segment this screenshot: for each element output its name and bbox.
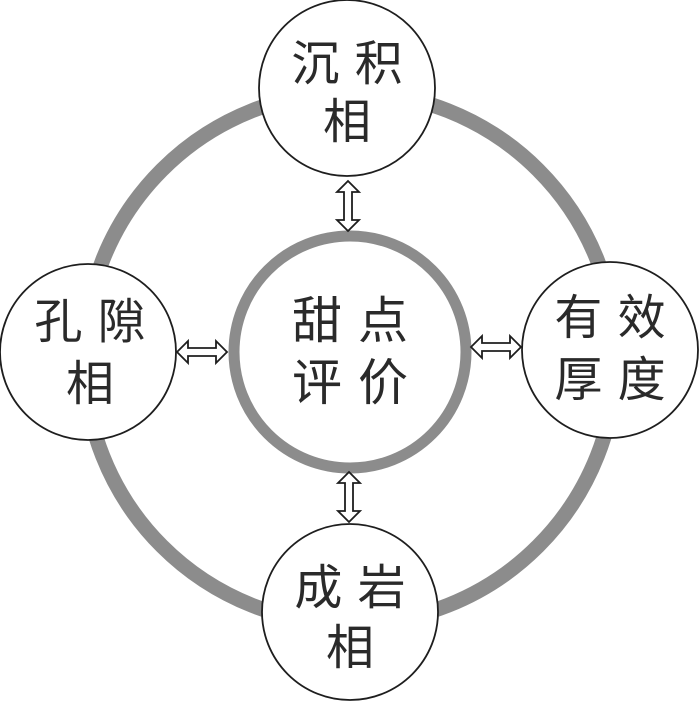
- node-left-line2: 相: [66, 356, 114, 412]
- node-sedimentary-facies: [258, 0, 436, 177]
- center-circle: [228, 230, 472, 474]
- double-arrow-icon: [175, 338, 229, 366]
- node-top-line1: 沉 积: [291, 36, 402, 92]
- center-label-line2: 评 价: [292, 354, 408, 412]
- node-right-line1: 有 效: [554, 290, 665, 346]
- node-bottom-line2: 相: [326, 620, 374, 676]
- node-right-line2: 厚 度: [554, 352, 665, 408]
- node-effective-thickness: [521, 261, 699, 439]
- node-top-line2: 相: [323, 94, 371, 150]
- node-diagenetic-facies: [261, 523, 439, 701]
- double-arrow-icon: [335, 470, 363, 524]
- center-label-line1: 甜 点: [292, 292, 408, 350]
- node-bottom-line1: 成 岩: [294, 560, 405, 616]
- node-pore-facies: [0, 263, 177, 441]
- double-arrow-icon: [334, 179, 362, 233]
- double-arrow-icon: [469, 333, 523, 361]
- node-left-line1: 孔 隙: [34, 294, 145, 350]
